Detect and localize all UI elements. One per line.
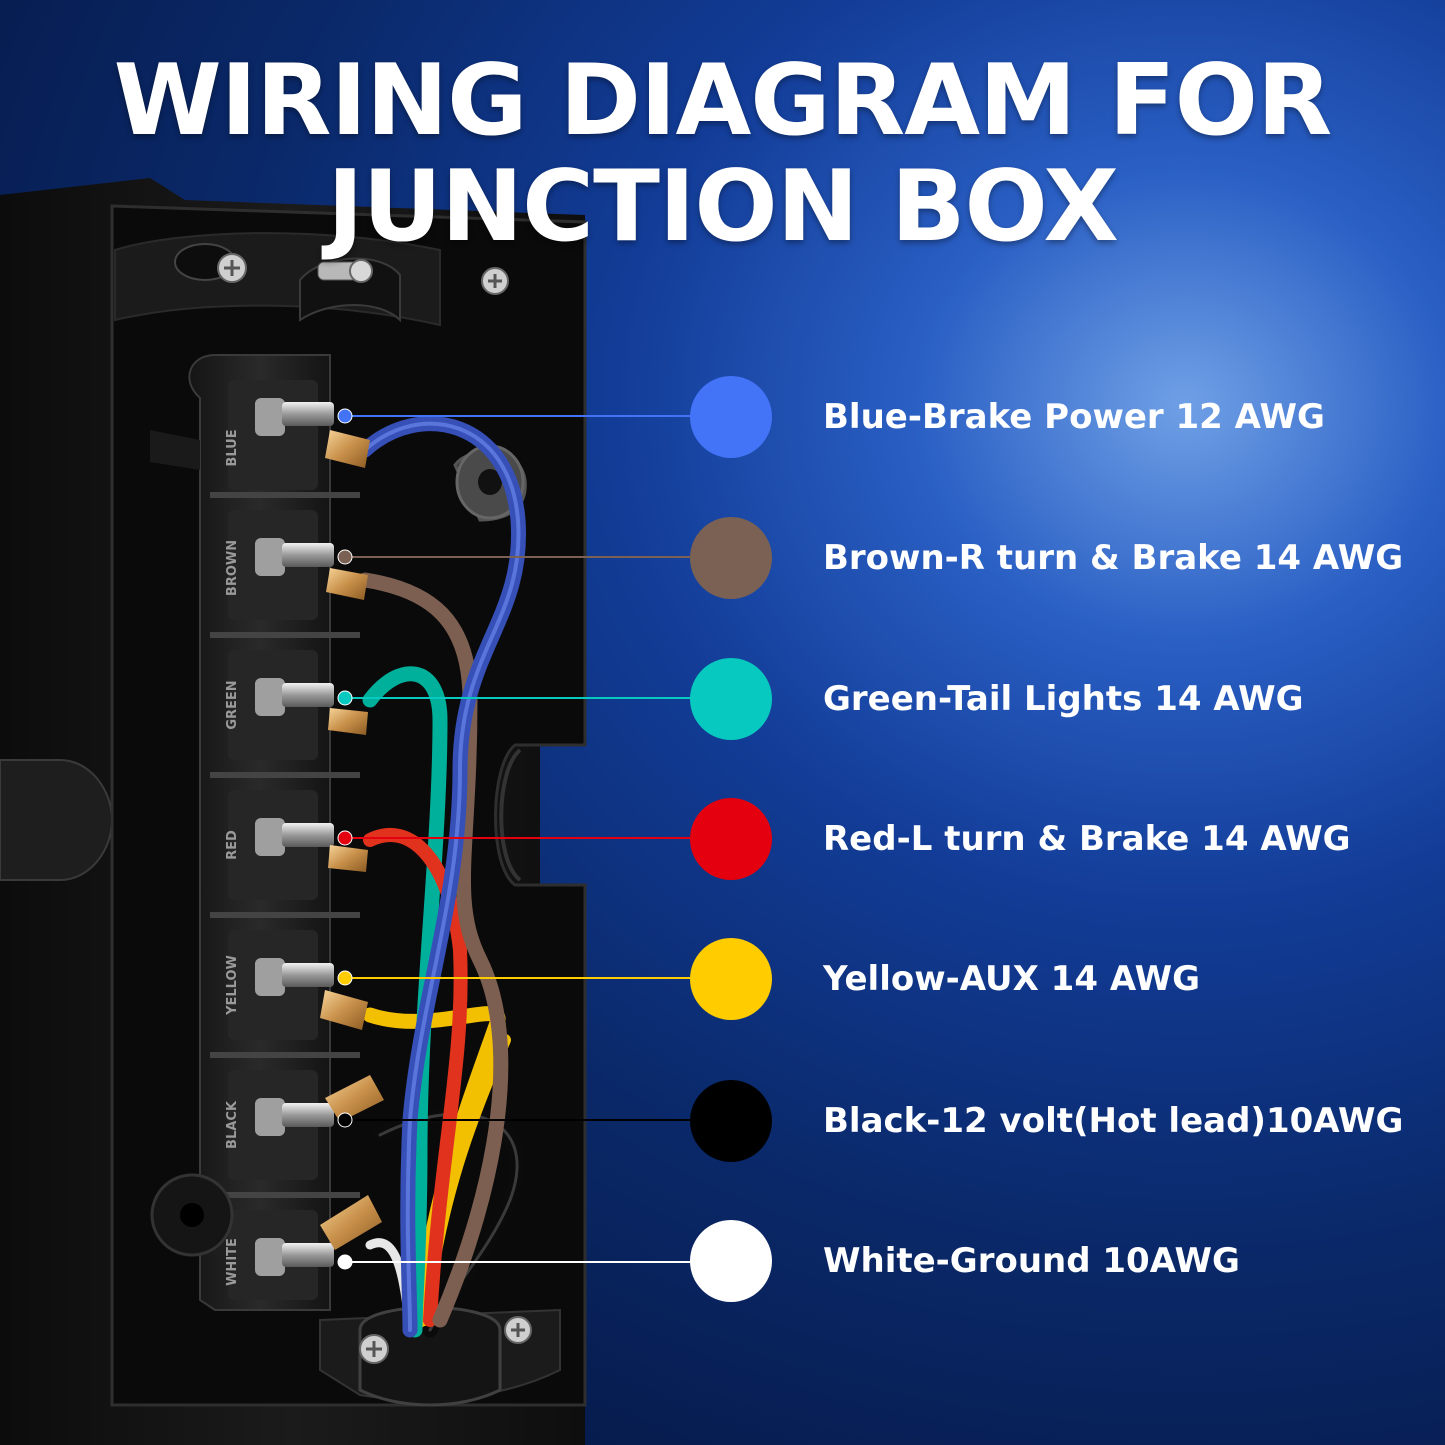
terminal-point-icon — [337, 408, 353, 424]
legend-label: Green-Tail Lights 14 AWG — [823, 679, 1304, 719]
terminal-point-icon — [337, 549, 353, 565]
legend-item-red: Red-L turn & Brake 14 AWG — [690, 798, 1430, 880]
screw-icon — [317, 259, 373, 283]
terminal-point-icon — [337, 970, 353, 986]
legend-label: Black-12 volt(Hot lead)10AWG — [823, 1101, 1404, 1141]
screw-icon — [481, 267, 509, 295]
legend-item-green: Green-Tail Lights 14 AWG — [690, 658, 1430, 740]
terminal-point-icon — [337, 1112, 353, 1128]
legend-label: Blue-Brake Power 12 AWG — [823, 397, 1325, 437]
terminal-bolt-icon — [255, 958, 368, 1030]
brown-wire — [357, 572, 509, 1328]
bottom-cable-clamp — [319, 1306, 561, 1407]
brown-dot-icon — [690, 517, 772, 599]
terminal-point-icon — [337, 690, 353, 706]
yellow-dot-icon — [690, 938, 772, 1020]
terminal-mark: GREEN — [225, 680, 240, 729]
green-dot-icon — [690, 658, 772, 740]
terminal-bolt-icon — [255, 538, 368, 600]
terminal-bolt-icon — [255, 398, 370, 468]
legend-label: Yellow-AUX 14 AWG — [823, 959, 1201, 999]
wire-bundle — [357, 416, 527, 1338]
terminal-bolt-icon — [255, 818, 368, 872]
terminal-point-icon — [337, 1254, 353, 1270]
screw-icon — [504, 1316, 532, 1344]
terminal-mark: BROWN — [225, 540, 240, 596]
green-wire — [362, 666, 448, 1338]
terminal-point-icon — [337, 830, 353, 846]
title-line-2: JUNCTION BOX — [327, 150, 1119, 264]
terminal-mark: YELLOW — [225, 955, 240, 1016]
terminal-mark: WHITE — [225, 1238, 240, 1286]
terminal-mark: BLACK — [225, 1100, 240, 1149]
legend-item-yellow: Yellow-AUX 14 AWG — [690, 938, 1430, 1020]
terminal-bolt-icon — [255, 1075, 384, 1136]
blue-wire-highlight — [363, 421, 521, 1332]
blue-dot-icon — [690, 376, 772, 458]
legend-item-blue: Blue-Brake Power 12 AWG — [690, 376, 1430, 458]
red-wire — [363, 828, 468, 1327]
legend-label: Red-L turn & Brake 14 AWG — [823, 819, 1351, 859]
legend-label: White-Ground 10AWG — [823, 1241, 1240, 1281]
black-dot-icon — [690, 1080, 772, 1162]
top-cable-clamp — [114, 232, 441, 327]
red-dot-icon — [690, 798, 772, 880]
screw-icon — [359, 1334, 389, 1364]
legend-label: Brown-R turn & Brake 14 AWG — [823, 538, 1404, 578]
legend-item-black: Black-12 volt(Hot lead)10AWG — [690, 1080, 1430, 1162]
mounting-hole-icon — [150, 1173, 234, 1257]
terminal-mark: BLUE — [225, 429, 240, 466]
title-line-1: WIRING DIAGRAM FOR — [113, 44, 1333, 158]
legend-item-brown: Brown-R turn & Brake 14 AWG — [690, 517, 1430, 599]
legend-item-white: White-Ground 10AWG — [690, 1220, 1430, 1302]
terminal-mark: RED — [225, 830, 240, 860]
white-dot-icon — [690, 1220, 772, 1302]
terminal-bolt-icon — [255, 1195, 382, 1276]
screw-icon — [217, 253, 247, 283]
terminal-bolt-icon — [255, 678, 368, 735]
